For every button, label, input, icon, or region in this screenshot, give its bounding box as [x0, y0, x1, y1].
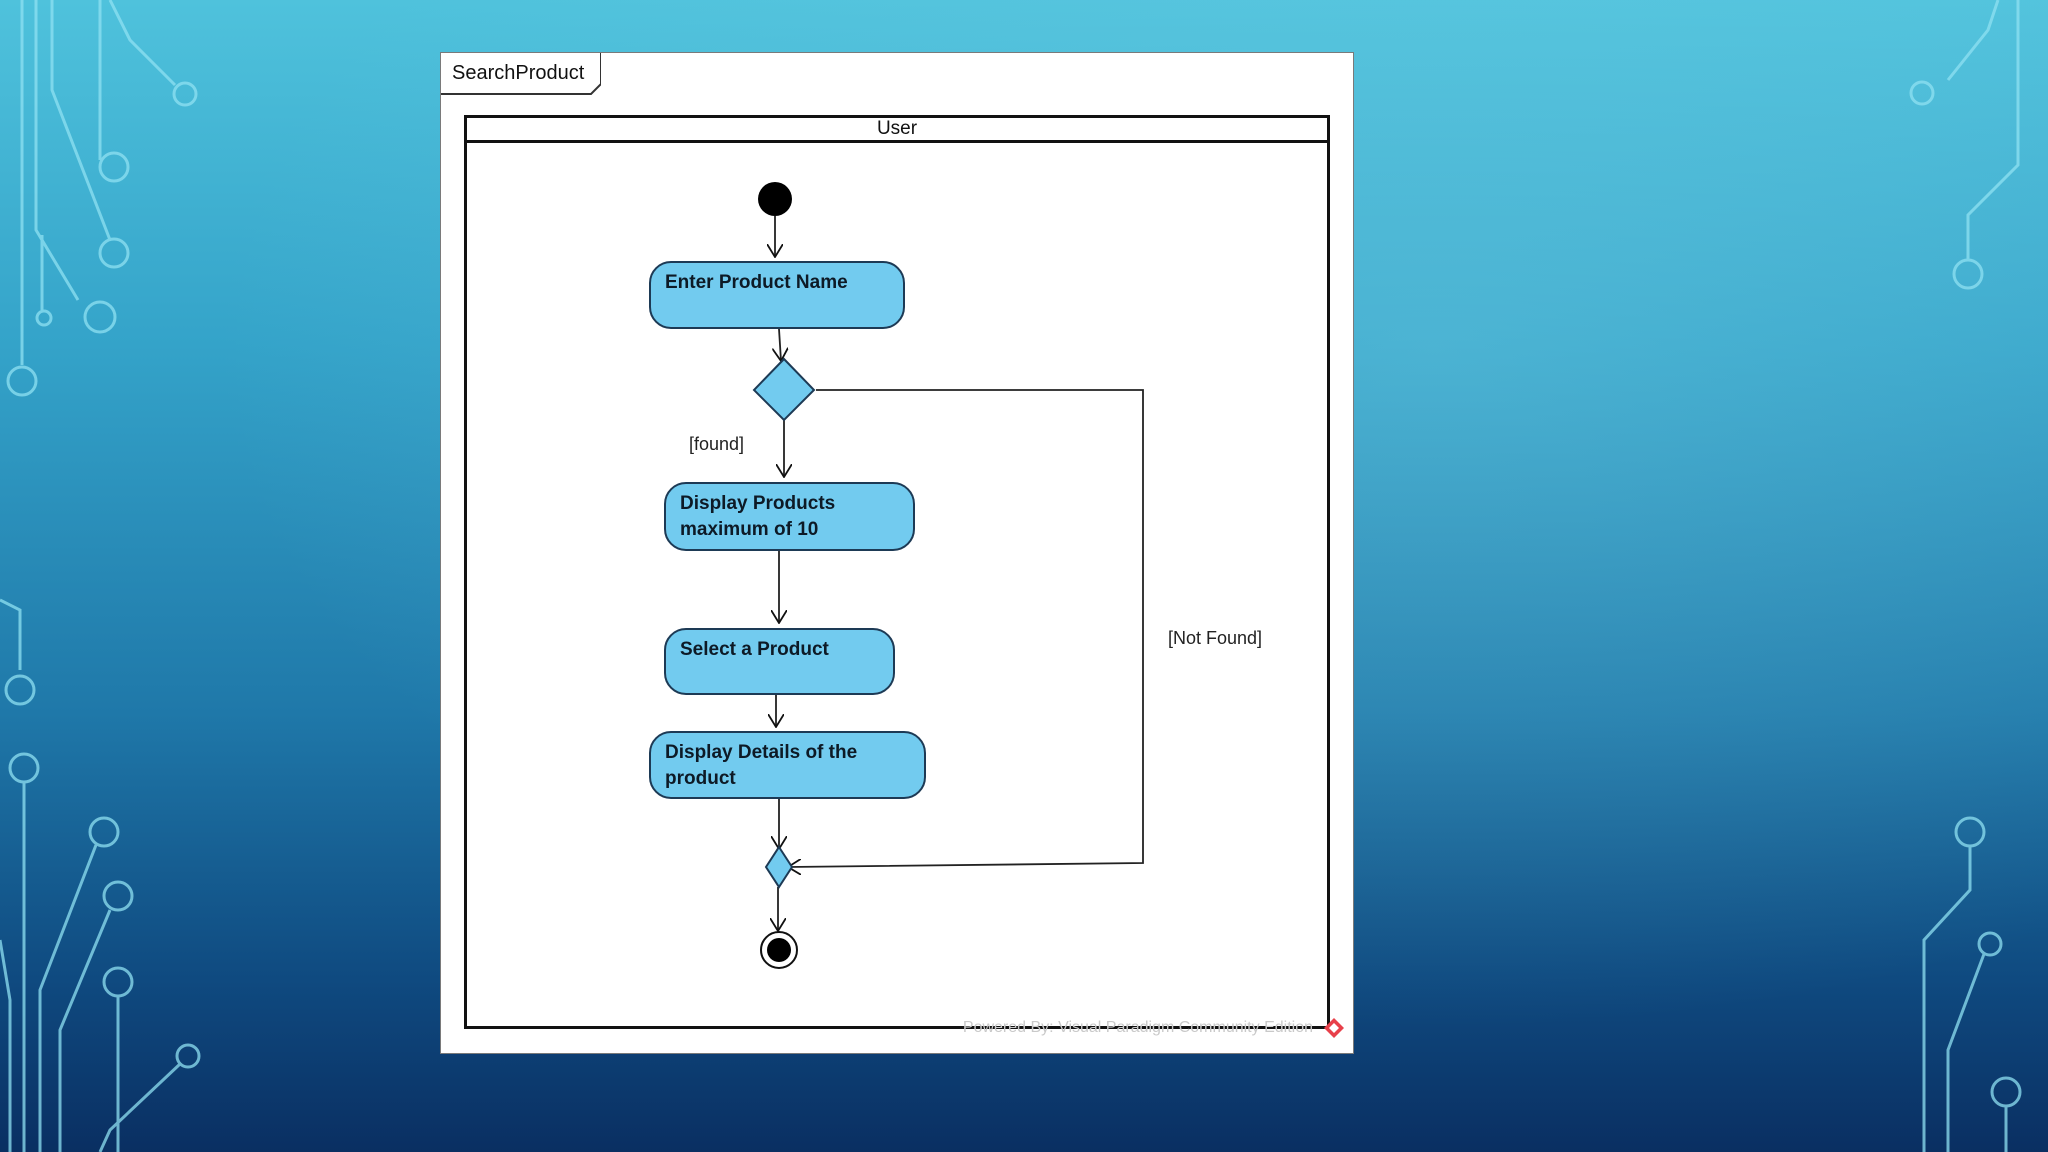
action-display-details: Display Details of the product [649, 731, 926, 799]
frame-tab [441, 53, 601, 95]
initial-node [758, 182, 792, 216]
watermark-text: Powered By: Visual Paradigm Community Ed… [962, 1019, 1313, 1036]
guard-found: [found] [689, 434, 745, 454]
activity-flow [752, 182, 1144, 969]
decision-node [752, 357, 816, 422]
action-enter-product-name: Enter Product Name [649, 261, 905, 329]
final-node-core [767, 938, 791, 962]
merge-node [764, 845, 794, 889]
action-display-products: Display Products maximum of 10 [664, 482, 915, 551]
frame-title: SearchProduct [452, 62, 585, 84]
swimlane-header: User [467, 118, 1327, 143]
visual-paradigm-logo-icon [1324, 1018, 1344, 1038]
edge-enter-to-decision [779, 328, 781, 361]
circuit-decoration-right [1909, 0, 2022, 1152]
diagram-frame: SearchProduct User Enter Product Name Di… [440, 52, 1354, 1054]
guard-not-found: [Not Found] [1168, 628, 1263, 648]
action-select-product: Select a Product [664, 628, 895, 695]
circuit-decoration-left [0, 0, 201, 1152]
edge-not-found [788, 389, 1144, 867]
swimlane: User [464, 115, 1330, 1029]
